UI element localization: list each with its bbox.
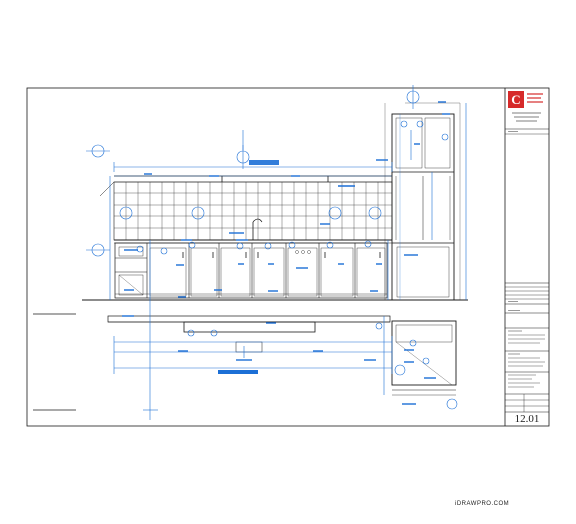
logo-mark <box>508 91 524 108</box>
plan-dimensions <box>113 300 458 420</box>
dimension-annotations <box>86 85 467 376</box>
title-block: C <box>504 88 549 426</box>
sheet-border <box>26 87 550 427</box>
logo-letter: C <box>511 92 520 107</box>
footer-credit: iDRAWPRO.COM <box>455 501 510 507</box>
kitchen-plan <box>107 315 457 396</box>
sheet-number: 12.01 <box>515 413 540 425</box>
kitchen-elevation <box>82 102 468 301</box>
